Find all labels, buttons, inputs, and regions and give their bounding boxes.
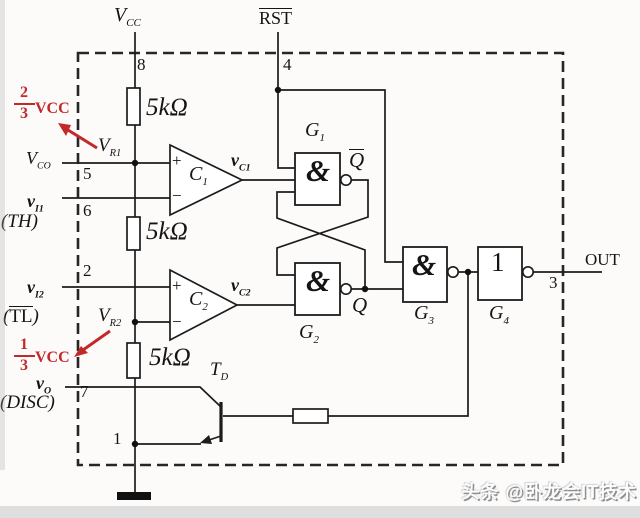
vi2-label: vI2 (27, 277, 44, 301)
qbar-label: Q (349, 148, 365, 172)
resistor-r3-value: 5kΩ (149, 344, 191, 371)
gate-g1-box (294, 152, 341, 206)
pin-5: 5 (83, 164, 92, 183)
vo-label: vO (36, 373, 52, 397)
g3-label: G3 (414, 302, 434, 327)
vc1-label: vC1 (231, 150, 251, 174)
g1-label: G1 (305, 119, 325, 144)
one-third-vcc-fraction: 1 3 (12, 336, 36, 375)
g2-and-symbol: & (306, 263, 331, 298)
pin-7: 7 (80, 382, 89, 401)
two-thirds-vcc-text: VCC (35, 100, 70, 117)
tl-label: (TL) (3, 306, 39, 327)
vcc-label: VCC (114, 4, 141, 29)
bottom-gray-band (0, 506, 640, 518)
ground-symbol (117, 492, 151, 500)
pin-1: 1 (113, 429, 122, 448)
arrow-head-lower (74, 346, 88, 357)
vc2-label: vC2 (231, 275, 251, 299)
rst-label: RST (259, 8, 293, 28)
resistor-r1-value: 5kΩ (146, 94, 188, 121)
g4-label: G4 (489, 302, 509, 327)
disc-label: (DISC) (0, 392, 55, 413)
comparator-c2-triangle (169, 268, 239, 342)
c2-plus-input: + (172, 276, 182, 295)
vi1-label: vI1 (27, 191, 44, 215)
arrow-to-vr2 (82, 329, 111, 352)
discharge-transistor (200, 402, 223, 444)
pin-8: 8 (137, 55, 146, 74)
annotation-arrows (58, 123, 111, 357)
fraction-bar (13, 354, 35, 358)
pin-6: 6 (83, 201, 92, 220)
g4-buffer-symbol: 1 (491, 247, 505, 277)
wires (62, 32, 602, 492)
pin-4: 4 (283, 55, 292, 74)
watermark: 头条 @卧龙会IT技术 (461, 482, 637, 502)
one-third-vcc-text: VCC (35, 349, 70, 366)
q-label: Q (352, 293, 368, 317)
td-label: TD (210, 359, 229, 383)
two-thirds-vcc-fraction: 2 3 (12, 84, 36, 123)
resistor-r2 (126, 216, 141, 251)
resistor-r3 (126, 342, 141, 379)
resistor-r1 (126, 87, 141, 126)
fraction-bar (13, 102, 35, 106)
arrow-head-upper (58, 123, 71, 136)
pin-3: 3 (549, 273, 558, 292)
emitter-arrow (200, 435, 212, 444)
g1-and-symbol: & (306, 153, 331, 188)
c1-plus-input: + (172, 151, 182, 170)
c1-minus-input: − (172, 186, 182, 205)
c2-minus-input: − (172, 312, 182, 331)
ic-dashed-border (76, 51, 565, 467)
g2-label: G2 (299, 321, 319, 346)
gate-boxes (294, 152, 523, 316)
left-edge-artifact (0, 0, 5, 470)
gate-g4-box (477, 246, 523, 301)
gate-g3-box (402, 246, 448, 303)
arrow-to-vr1 (67, 128, 98, 150)
pin-2: 2 (83, 261, 92, 280)
junction-dots (131, 86, 472, 448)
resistor-bodies (126, 87, 329, 424)
c2-label: C2 (189, 288, 208, 313)
c1-label: C1 (189, 163, 208, 188)
out-label: OUT (585, 250, 620, 269)
g3-and-symbol: & (412, 247, 437, 282)
resistor-base (292, 408, 329, 424)
inversion-bubbles (339, 173, 535, 296)
vr1-label: VR1 (98, 135, 122, 159)
comparator-c1-triangle (169, 143, 244, 217)
vr2-label: VR2 (98, 305, 122, 329)
vco-label: VCO (26, 148, 51, 172)
resistor-r2-value: 5kΩ (146, 218, 188, 245)
th-label: (TH) (1, 211, 38, 232)
